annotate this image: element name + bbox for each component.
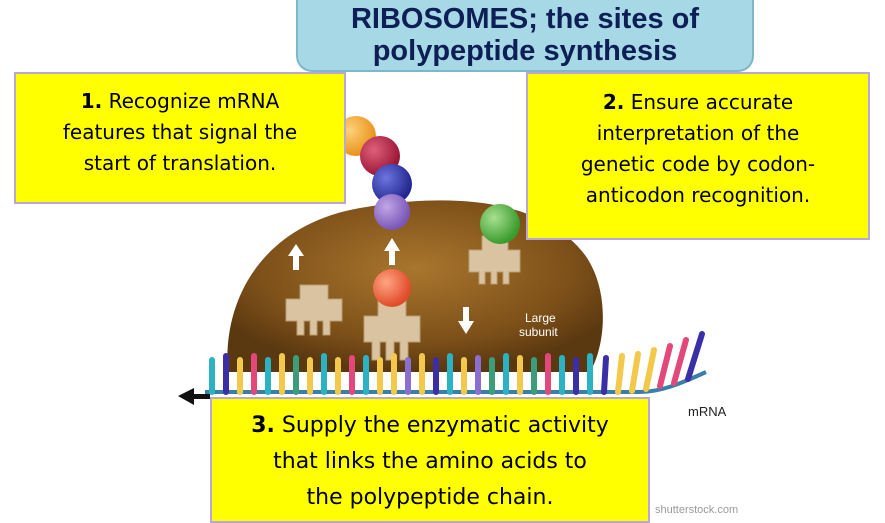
- callout-2-line-4: anticodon recognition.: [585, 183, 811, 207]
- callout-recognize-mrna: 1. Recognize mRNA features that signal t…: [14, 72, 346, 204]
- callout-2-line-1: 2. Ensure accurate: [528, 87, 868, 118]
- large-subunit-label-line2: subunit: [519, 325, 558, 339]
- title-line-1: RIBOSOMES; the sites of: [350, 3, 700, 35]
- mrna-label: mRNA: [688, 404, 727, 419]
- callout-3-number: 3.: [251, 413, 275, 438]
- arrow-up-left: [288, 244, 304, 270]
- arrow-up-center: [384, 238, 400, 265]
- callout-accurate-interpretation: 2. Ensure accurate interpretation of the…: [526, 72, 870, 240]
- polypeptide-chain: [336, 116, 412, 230]
- amino-acid-coral: [373, 269, 411, 307]
- callout-3-line-3: the polypeptide chain.: [306, 485, 554, 510]
- callout-1-text-1: Recognize mRNA: [108, 89, 280, 113]
- title-banner: RIBOSOMES; the sites of polypeptide synt…: [296, 0, 754, 72]
- amino-acid-green: [480, 204, 520, 244]
- large-subunit: [227, 200, 603, 372]
- callout-1-number: 1.: [80, 89, 103, 113]
- mrna-strand: [178, 331, 707, 405]
- callout-3-text-1: Supply the enzymatic activity: [281, 413, 609, 438]
- callout-3-line-2: that links the amino acids to: [273, 449, 587, 474]
- callout-2-line-2: interpretation of the: [596, 121, 800, 145]
- watermark: shutterstock.com: [655, 504, 739, 516]
- callout-enzymatic-activity: 3. Supply the enzymatic activity that li…: [210, 397, 650, 523]
- callout-1-line-1: 1. Recognize mRNA: [16, 86, 344, 117]
- callout-1-line-2: features that signal the: [62, 120, 298, 144]
- title-line-2: polypeptide synthesis: [372, 35, 678, 67]
- trna-left: [285, 284, 343, 336]
- callout-2-line-3: genetic code by codon-: [580, 152, 816, 176]
- callout-2-text-1: Ensure accurate: [630, 90, 794, 114]
- callout-3-line-1: 3. Supply the enzymatic activity: [212, 408, 648, 444]
- large-subunit-label-line1: Large: [525, 311, 556, 325]
- arrow-down-right: [458, 307, 474, 334]
- callout-1-line-3: start of translation.: [83, 151, 277, 175]
- callout-2-number: 2.: [602, 90, 625, 114]
- trna-right: [468, 235, 521, 285]
